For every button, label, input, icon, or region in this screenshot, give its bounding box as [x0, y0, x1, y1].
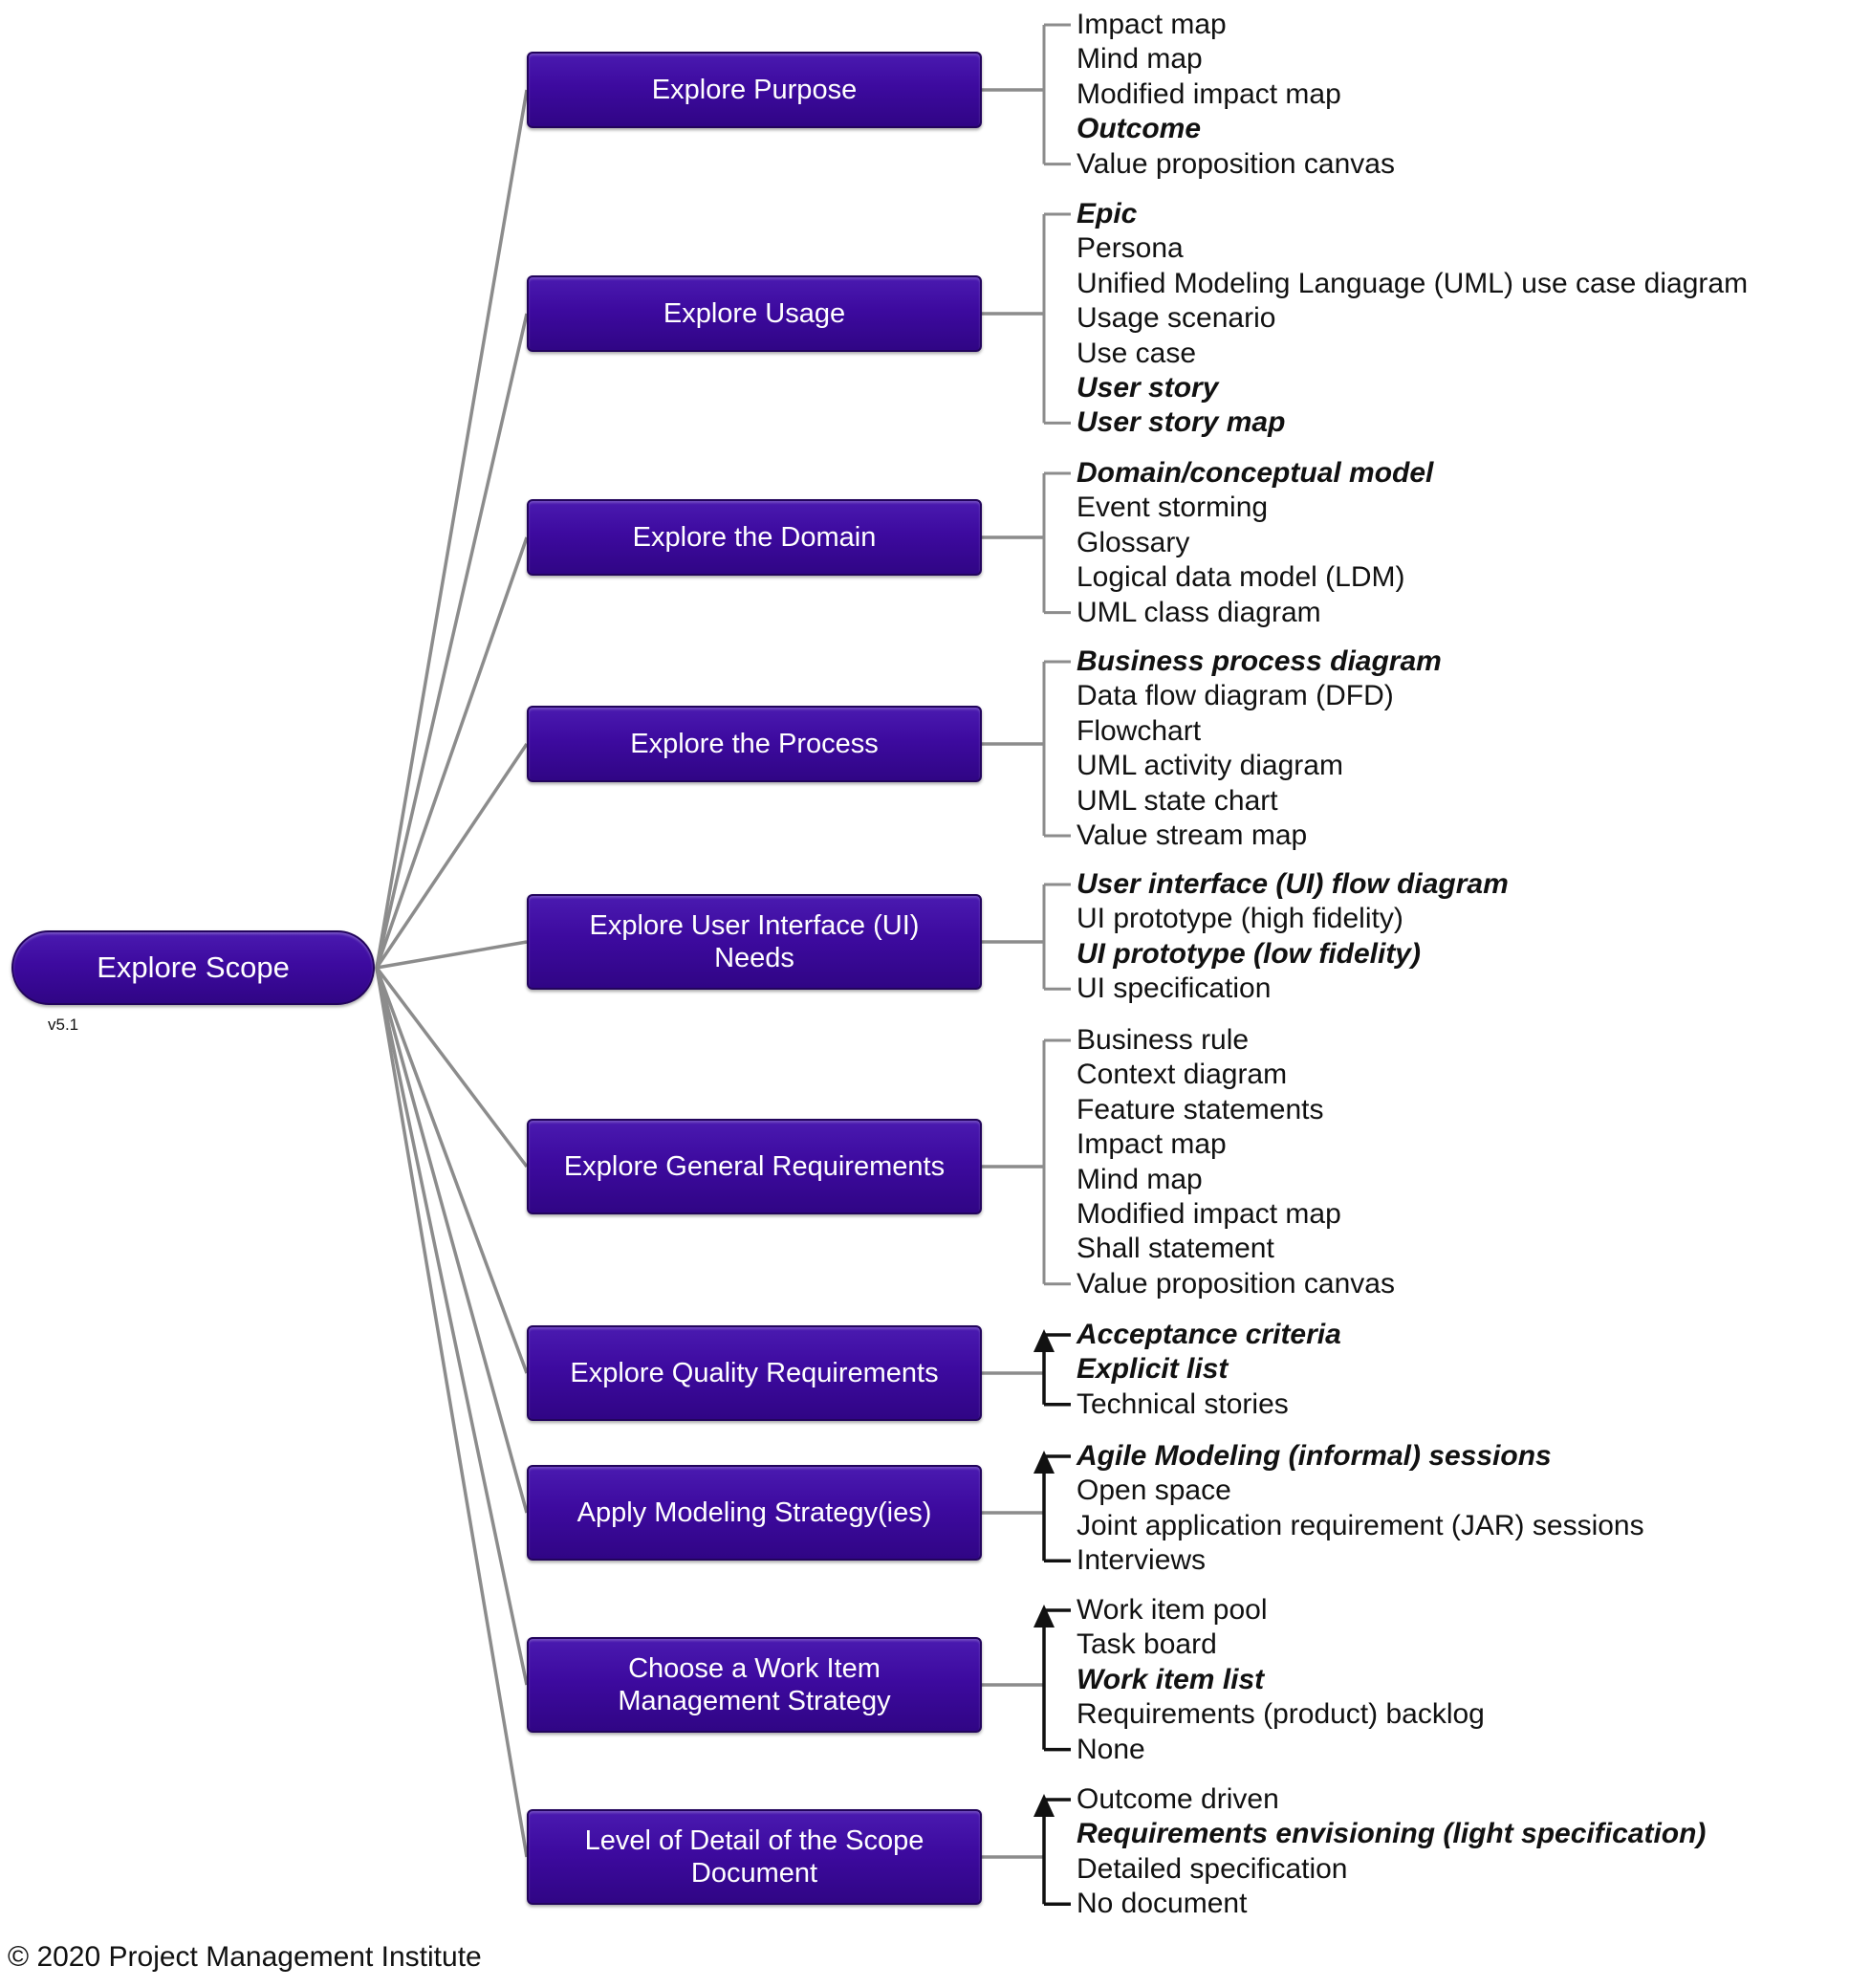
category-label: Apply Modeling Strategy(ies) — [576, 1497, 932, 1528]
option-item: Modified impact map — [1077, 77, 1341, 110]
option-item: UML class diagram — [1077, 596, 1321, 628]
version-label: v5.1 — [48, 1016, 79, 1034]
root-connector — [375, 967, 529, 1858]
option-item: Value proposition canvas — [1077, 147, 1395, 180]
category-node: Explore User Interface (UI) Needs — [527, 894, 982, 990]
option-item-default: Outcome — [1077, 113, 1202, 145]
option-item: Context diagram — [1077, 1059, 1288, 1091]
order-arrow-icon — [1033, 1794, 1055, 1817]
category-label: Explore General Requirements — [563, 1151, 946, 1182]
copyright-notice: © 2020 Project Management Institute — [8, 1941, 482, 1973]
option-item: Mind map — [1077, 1163, 1203, 1195]
category-label: Explore the Process — [630, 729, 879, 759]
option-item: None — [1077, 1733, 1145, 1765]
category-label: Explore Quality Requirements — [570, 1358, 939, 1388]
option-item: Use case — [1077, 337, 1197, 369]
category-label: Explore User Interface (UI) Needs — [589, 910, 920, 973]
category-node: Explore the Domain — [527, 499, 982, 576]
option-item: Flowchart — [1077, 714, 1202, 747]
option-item: UI specification — [1077, 972, 1272, 1005]
category-label: Explore Purpose — [651, 75, 858, 105]
option-item-default: Agile Modeling (informal) sessions — [1077, 1440, 1552, 1472]
option-item: Detailed specification — [1077, 1852, 1348, 1885]
option-item-default: Domain/conceptual model — [1077, 457, 1434, 489]
option-item: Modified impact map — [1077, 1198, 1341, 1230]
option-item: No document — [1077, 1888, 1248, 1920]
category-node: Apply Modeling Strategy(ies) — [527, 1465, 982, 1561]
category-node: Explore Quality Requirements — [527, 1325, 982, 1421]
option-item: Feature statements — [1077, 1093, 1324, 1125]
option-item-default: UI prototype (low fidelity) — [1077, 937, 1421, 970]
category-label: Explore the Domain — [632, 522, 877, 553]
root-connector — [375, 967, 529, 1514]
option-item-default: User story map — [1077, 406, 1286, 439]
category-node: Explore the Process — [527, 706, 982, 782]
category-node: Level of Detail of the Scope Document — [527, 1809, 982, 1905]
option-item: Shall statement — [1077, 1233, 1274, 1265]
option-item: Joint application requirement (JAR) sess… — [1077, 1509, 1644, 1541]
option-item: Technical stories — [1077, 1387, 1289, 1420]
root-connector — [375, 966, 529, 1169]
category-node: Explore Usage — [527, 275, 982, 352]
option-item-default: Explicit list — [1077, 1353, 1229, 1386]
option-item: Requirements (product) backlog — [1077, 1698, 1485, 1731]
option-item: Interviews — [1077, 1544, 1207, 1577]
root-connector — [375, 967, 529, 1686]
option-item: Mind map — [1077, 43, 1203, 76]
order-arrow-icon — [1033, 1329, 1055, 1352]
option-item: Business rule — [1077, 1024, 1250, 1056]
root-connector — [376, 940, 528, 970]
option-item: UML activity diagram — [1077, 750, 1343, 782]
category-node: Explore General Requirements — [527, 1119, 982, 1214]
option-item: Impact map — [1077, 1128, 1227, 1161]
option-item: Open space — [1077, 1475, 1231, 1507]
option-item: Outcome driven — [1077, 1783, 1279, 1815]
root-connector — [375, 313, 529, 969]
option-item: Task board — [1077, 1628, 1217, 1661]
option-item-default: User story — [1077, 372, 1219, 404]
category-label: Level of Detail of the Scope Document — [584, 1825, 924, 1889]
category-label: Explore Usage — [663, 298, 846, 329]
root-connector — [375, 967, 529, 1374]
option-item-default: Work item list — [1077, 1663, 1265, 1695]
option-item: Unified Modeling Language (UML) use case… — [1077, 267, 1749, 299]
option-item: Work item pool — [1077, 1594, 1268, 1626]
root-node: Explore Scope — [11, 930, 375, 1005]
option-item-default: Epic — [1077, 198, 1138, 229]
option-item: Persona — [1077, 232, 1184, 265]
option-item: Glossary — [1077, 526, 1190, 558]
option-item-default: Requirements envisioning (light specific… — [1077, 1818, 1707, 1850]
option-item: UML state chart — [1077, 784, 1278, 817]
category-node: Explore Purpose — [527, 52, 982, 128]
option-item: Logical data model (LDM) — [1077, 561, 1405, 594]
option-item-default: Acceptance criteria — [1077, 1319, 1341, 1350]
category-node: Choose a Work Item Management Strategy — [527, 1637, 982, 1733]
option-item: UI prototype (high fidelity) — [1077, 903, 1403, 935]
category-label: Choose a Work Item Management Strategy — [618, 1653, 891, 1716]
option-item: Impact map — [1077, 9, 1227, 40]
option-item-default: User interface (UI) flow diagram — [1077, 868, 1509, 900]
option-item: Event storming — [1077, 492, 1269, 524]
root-connector — [375, 743, 529, 969]
root-label: Explore Scope — [97, 950, 290, 984]
option-item: Data flow diagram (DFD) — [1077, 680, 1394, 712]
order-arrow-icon — [1033, 1605, 1055, 1628]
option-item-default: Business process diagram — [1077, 645, 1442, 677]
order-arrow-icon — [1033, 1451, 1055, 1474]
option-item: Value proposition canvas — [1077, 1267, 1395, 1300]
option-item: Usage scenario — [1077, 302, 1276, 335]
root-connector — [375, 536, 529, 969]
option-item: Value stream map — [1077, 819, 1308, 851]
root-connector — [375, 89, 529, 969]
